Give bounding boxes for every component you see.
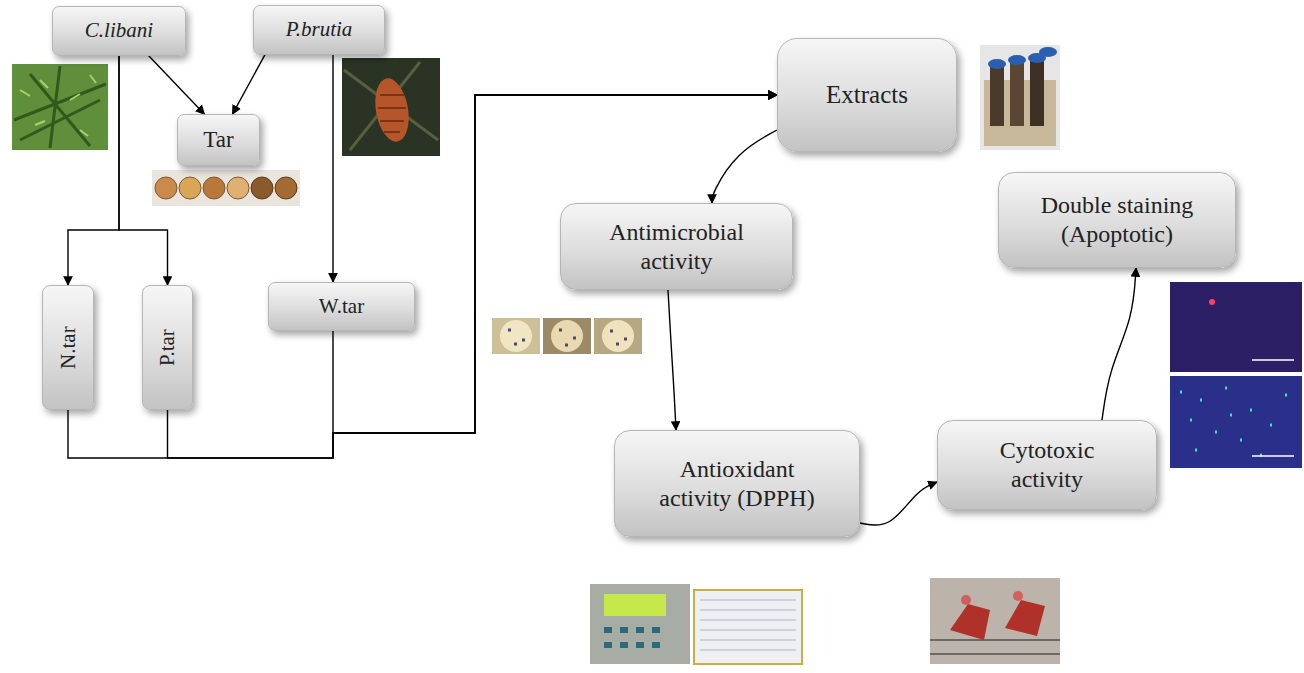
microplate-wells (700, 600, 796, 650)
petri-photo (543, 318, 591, 354)
reader-photo (590, 584, 690, 664)
box-label: W.tar (319, 294, 364, 319)
box-label: Antimicrobial activity (587, 218, 767, 276)
flow-connector (860, 482, 937, 525)
tar-dish (275, 177, 297, 199)
flow-connector (148, 56, 204, 115)
petri-photo (492, 318, 540, 354)
box-label: C.libani (85, 18, 153, 43)
product-box: Tar (177, 114, 260, 166)
flow-connector (119, 56, 168, 285)
extracts-photo (980, 45, 1060, 150)
extract-tube (1010, 62, 1024, 126)
tar-dish (227, 177, 249, 199)
box-label: P.brutia (286, 17, 353, 42)
tar-dish (203, 177, 225, 199)
fluorescence-image (1170, 376, 1302, 468)
process-box: Cytotoxic activity (937, 420, 1157, 510)
tar-dishes-photo (152, 170, 300, 206)
flow-connector (668, 290, 676, 430)
process-box: Double staining (Apoptotic) (998, 172, 1236, 268)
tube-cap (1039, 47, 1057, 57)
culture-flask (950, 604, 990, 640)
process-box: Antimicrobial activity (560, 203, 793, 290)
inhibition-discs (508, 330, 627, 345)
box-label: Extracts (826, 80, 908, 110)
process-box: Extracts (777, 38, 957, 152)
cedar-needles (20, 75, 96, 136)
culture-flask (1005, 600, 1045, 636)
box-label: N.tar (55, 326, 80, 369)
box-label: Double staining (Apoptotic) (1017, 191, 1217, 249)
species-box: P.brutia (253, 5, 385, 54)
flask-cap (1013, 591, 1023, 601)
apoptotic-cell (1209, 299, 1215, 305)
petri-photo (594, 318, 642, 354)
extract-tube (1030, 60, 1044, 126)
tube-cap (1008, 55, 1026, 65)
box-label: Tar (203, 126, 233, 154)
cone-branches (344, 62, 438, 150)
reader-screen (604, 594, 666, 616)
tar-dish (179, 177, 201, 199)
flow-connector (68, 56, 119, 285)
reader-buttons (604, 630, 660, 645)
tar-box: W.tar (268, 282, 415, 331)
flask-cap (961, 595, 971, 605)
box-label: P.tar (155, 329, 180, 366)
microplate (694, 590, 802, 664)
cedar-branches (14, 66, 106, 148)
flow-connector (233, 55, 266, 115)
flow-connector (712, 130, 777, 203)
process-box: Antioxidant activity (DPPH) (614, 430, 860, 537)
pine-cone (371, 76, 414, 145)
tar-dish (251, 177, 273, 199)
cone-scales (378, 95, 406, 132)
tar-dish (155, 177, 177, 199)
extract-tube (990, 66, 1004, 126)
incubator-rack (930, 640, 1060, 654)
box-label: Cytotoxic activity (977, 436, 1117, 494)
stained-cells (1180, 388, 1287, 455)
tar-box: N.tar (42, 285, 94, 410)
species-box: C.libani (52, 6, 186, 55)
cedar-photo (12, 64, 108, 150)
tube-cap (988, 59, 1006, 69)
flow-connector (1102, 268, 1136, 420)
petri-dish (602, 320, 634, 352)
tar-box: P.tar (142, 285, 193, 410)
cone-photo (342, 58, 440, 156)
fluorescence-image (1170, 282, 1302, 372)
petri-dish (500, 320, 532, 352)
flasks-photo (930, 578, 1060, 664)
petri-dish (551, 320, 583, 352)
scale-bar (1252, 360, 1294, 456)
flow-connector (332, 55, 333, 282)
box-label: Antioxidant activity (DPPH) (642, 455, 832, 513)
